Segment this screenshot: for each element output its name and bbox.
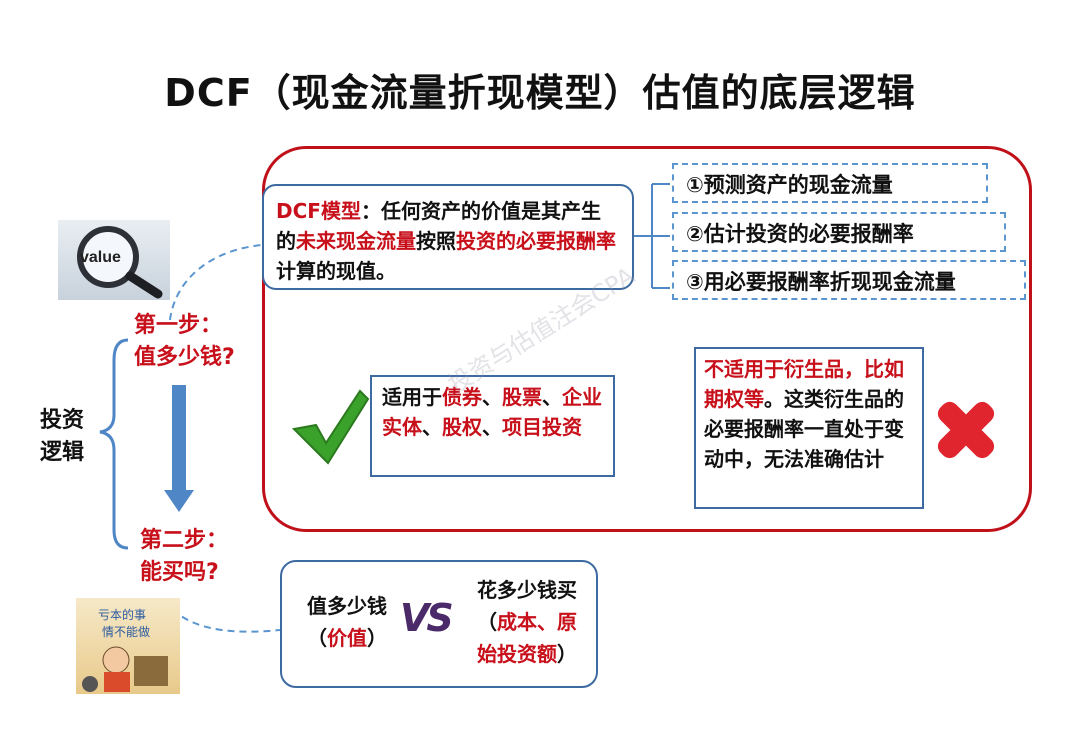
step1-line2: 值多少钱? [134, 345, 235, 370]
vs-label: VS [400, 596, 454, 640]
cost-side: 花多少钱买 （成本、原 始投资额） [462, 574, 592, 670]
step-estimate-rate: ②估计投资的必要报酬率 [672, 212, 1006, 252]
suitable-prefix: 适用于 [382, 385, 442, 409]
suitable-stocks: 股票 [502, 385, 542, 409]
suitable-for-box: 适用于债券、股票、企业实体、股权、项目投资 [370, 375, 615, 477]
down-arrow-shaft [172, 385, 186, 490]
step-forecast-cashflow: ①预测资产的现金流量 [672, 163, 988, 203]
not-suitable-red: 不适用于衍生品，比如期权等 [704, 357, 904, 411]
magnifier-icon: value [58, 220, 170, 300]
cartoon-image: 亏本的事 情不能做 [76, 598, 180, 694]
dcf-scope-container [262, 146, 1032, 532]
suitable-entity: 企业实体 [382, 385, 602, 439]
dcf-highlight-cashflow: 未来现金流量 [296, 229, 416, 253]
check-icon [290, 385, 370, 467]
steps-brace [634, 183, 670, 289]
cost-paren-open: （ [477, 610, 497, 634]
not-suitable-black: 。这类衍生品的必要报酬率一直处于变动中，无法准确估计 [704, 387, 904, 471]
cost-line2: （成本、原 [462, 606, 592, 638]
suitable-bonds: 债券 [442, 385, 482, 409]
left-brace [99, 338, 129, 550]
invest-logic-line2: 逻辑 [40, 440, 85, 465]
cost-red2: 始投资额 [477, 642, 557, 666]
dashed-link-top [169, 244, 263, 321]
cartoon-line1: 亏本的事 [98, 608, 147, 622]
not-suitable-box: 不适用于衍生品，比如期权等。这类衍生品的必要报酬率一直处于变动中，无法准确估计 [694, 347, 924, 509]
value-line2: （价值） [292, 622, 402, 654]
step1-line1: 第一步： [134, 313, 223, 338]
cost-line3: 始投资额） [462, 638, 592, 670]
cartoon-line2: 情不能做 [102, 625, 151, 639]
suitable-sep1: 、 [482, 385, 502, 409]
down-arrow-head [164, 490, 194, 512]
invest-logic-label: 投资 逻辑 [40, 405, 84, 469]
page-title: DCF（现金流量折现模型）估值的底层逻辑 [164, 71, 916, 115]
cross-icon [926, 392, 1006, 468]
dcf-part2: 按照 [416, 229, 456, 253]
suitable-equity: 股权 [442, 415, 482, 439]
suitable-projects: 项目投资 [502, 415, 582, 439]
dcf-part1: 任何资产的价值是其产生的 [276, 199, 601, 253]
cost-paren-close: ） [557, 642, 577, 666]
suitable-sep4: 、 [482, 415, 502, 439]
dcf-highlight-rate: 投资的必要报酬率 [456, 229, 616, 253]
dcf-term: DCF模型 [276, 199, 361, 223]
value-paren-open: （ [307, 626, 327, 650]
dashed-link-bottom [164, 599, 281, 633]
dcf-colon: ： [360, 199, 381, 223]
suitable-sep2: 、 [542, 385, 562, 409]
value-line1: 值多少钱 [307, 594, 387, 618]
step2-label: 第二步： 能买吗? [140, 525, 228, 589]
step-discount-cashflow: ③用必要报酬率折现现金流量 [672, 260, 1026, 300]
step1-label: 第一步： 值多少钱? [134, 310, 235, 374]
magnifier-text: value [80, 249, 121, 266]
dcf-definition-box: DCF模型：任何资产的价值是其产生的未来现金流量按照投资的必要报酬率计算的现值。 [262, 184, 634, 290]
cost-line1: 花多少钱买 [477, 578, 577, 602]
value-vs-cost-box: 值多少钱 （价值） VS 花多少钱买 （成本、原 始投资额） [280, 560, 598, 688]
value-paren-close: ） [367, 626, 387, 650]
dcf-part3: 计算的现值。 [276, 259, 396, 283]
value-side: 值多少钱 （价值） [292, 590, 402, 654]
value-red: 价值 [327, 626, 367, 650]
invest-logic-line1: 投资 [40, 408, 85, 433]
step2-line1: 第二步： [140, 528, 229, 553]
suitable-sep3: 、 [422, 415, 442, 439]
cost-red1: 成本、原 [497, 610, 577, 634]
step2-line2: 能买吗? [140, 560, 219, 585]
